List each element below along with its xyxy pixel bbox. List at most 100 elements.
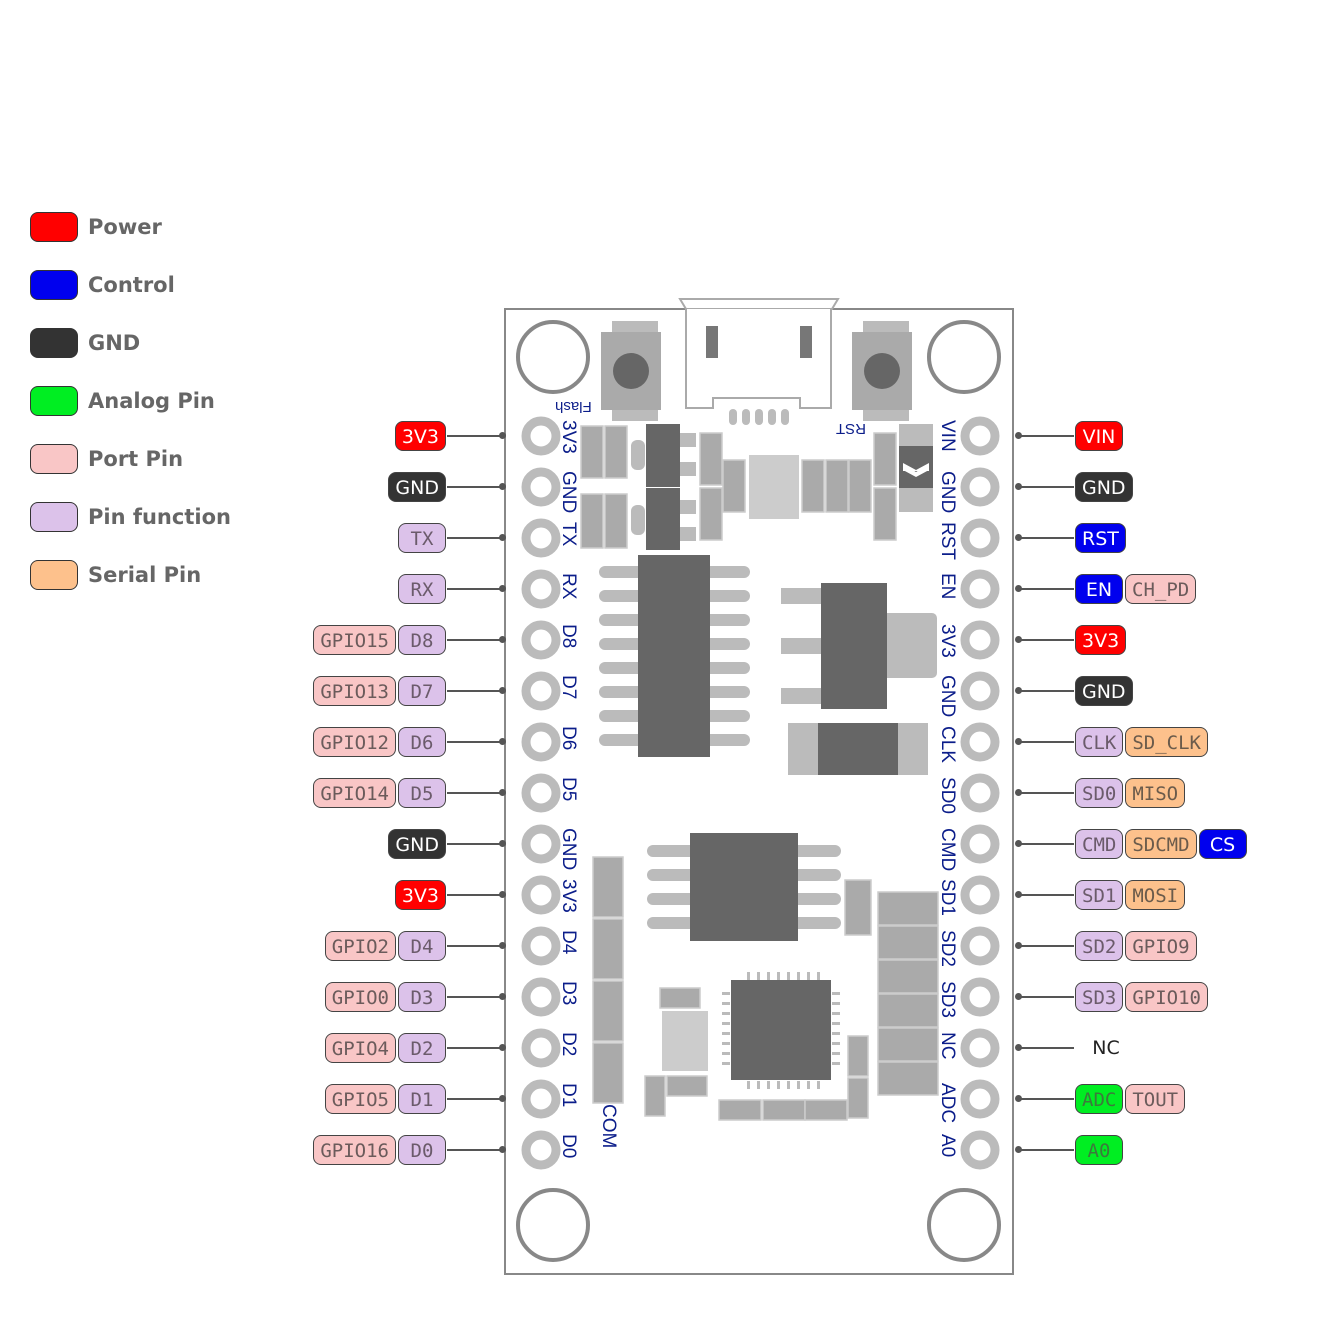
header-pad	[960, 518, 1000, 558]
silk-rst-label: RST	[836, 420, 866, 437]
legend-label: Control	[88, 273, 175, 297]
pin-tag-port: GPIO15	[313, 625, 396, 655]
silk-pin-label: D3	[558, 981, 579, 1006]
header-pad	[960, 875, 1000, 915]
pin-tag-func: D0	[398, 1135, 446, 1165]
pin-lead-line	[447, 432, 506, 439]
pin-tag-func: SD0	[1075, 778, 1124, 808]
pin-lead-line	[447, 840, 506, 847]
header-pad	[960, 1079, 1000, 1119]
legend-label: Pin function	[88, 505, 231, 529]
pin-lead-line	[447, 1044, 506, 1051]
esp8266-chip	[722, 972, 840, 1089]
flash-button[interactable]	[601, 321, 661, 421]
legend-label: Power	[88, 215, 162, 239]
pin-tag-port: GPIO2	[324, 931, 396, 961]
pin-tag-func: CLK	[1075, 727, 1124, 757]
pin-tag-control: RST	[1075, 523, 1126, 553]
legend-item: Control	[30, 269, 175, 301]
pin-tag-port: GPIO5	[324, 1084, 396, 1114]
silk-pin-label: GND	[937, 675, 958, 718]
pin-tag-power: VIN	[1075, 421, 1123, 451]
pin-tag-func: D4	[398, 931, 446, 961]
pin-lead-line	[447, 585, 506, 592]
legend-label: Port Pin	[88, 447, 184, 471]
silk-pin-label: SD2	[937, 930, 958, 967]
pin-tag-serial: SDCMD	[1125, 829, 1197, 859]
silk-pin-label: RX	[558, 573, 579, 600]
legend-swatch	[30, 328, 78, 358]
pin-tag-control: CS	[1198, 829, 1247, 859]
pin-row: TX	[397, 523, 506, 553]
pin-tag-power: 3V3	[394, 421, 446, 451]
pin-lead-line	[1015, 942, 1074, 949]
pin-row: 3V3	[394, 421, 506, 451]
pin-lead-line	[1015, 891, 1074, 898]
silk-pin-label: SD3	[937, 981, 958, 1018]
legend-label: Serial Pin	[88, 563, 202, 587]
silk-pin-label: VIN	[937, 420, 958, 452]
legend-swatch	[30, 502, 78, 532]
pin-tag-func: D5	[398, 778, 446, 808]
silk-pin-label: A0	[937, 1134, 958, 1158]
pin-row: NC	[1015, 1033, 1131, 1063]
pin-tag-serial: MOSI	[1125, 880, 1186, 910]
silk-pin-label: 3V3	[558, 879, 579, 913]
header-pad	[521, 518, 561, 558]
silk-pin-label: D4	[558, 930, 579, 955]
pin-tag-port: CH_PD	[1125, 574, 1197, 604]
fuse	[788, 723, 928, 775]
header-pad	[521, 773, 561, 813]
silk-pin-label: NC	[937, 1032, 958, 1060]
pin-row: GND	[387, 472, 506, 502]
mounting-hole-icon	[516, 320, 590, 394]
pin-lead-line	[1015, 1095, 1074, 1102]
legend-item: Serial Pin	[30, 559, 201, 591]
silk-pin-label: CLK	[937, 726, 958, 763]
mounting-hole-icon	[927, 320, 1001, 394]
pin-lead-line	[447, 1095, 506, 1102]
pin-tag-nc: NC	[1092, 1037, 1120, 1059]
pin-tag-port: GPIO9	[1125, 931, 1197, 961]
header-pad	[960, 671, 1000, 711]
header-pad	[521, 722, 561, 762]
pin-tag-control: EN	[1075, 574, 1123, 604]
pin-tag-func: D6	[398, 727, 446, 757]
silk-pin-label: SD1	[937, 879, 958, 916]
pin-tag-func: SD2	[1075, 931, 1124, 961]
legend-swatch	[30, 270, 78, 300]
silk-pin-label: D8	[558, 624, 579, 649]
pin-tag-port: GPIO4	[324, 1033, 396, 1063]
legend-label: Analog Pin	[88, 389, 215, 413]
legend-item: Power	[30, 211, 162, 243]
pin-tag-power: 3V3	[1075, 625, 1127, 655]
pin-lead-line	[1015, 687, 1074, 694]
header-pad	[521, 875, 561, 915]
pin-lead-line	[1015, 738, 1074, 745]
flash-chip	[647, 833, 841, 941]
silk-pin-label: 3V3	[937, 624, 958, 658]
pin-row: GND	[387, 829, 506, 859]
pin-tag-port: GPIO13	[313, 676, 396, 706]
header-pad	[960, 569, 1000, 609]
pin-lead-line	[447, 891, 506, 898]
pin-tag-port: GPIO12	[313, 727, 396, 757]
pin-tag-analog: ADC	[1075, 1084, 1124, 1114]
reset-button[interactable]	[852, 321, 912, 421]
pin-lead-line	[1015, 432, 1074, 439]
pin-tag-gnd: GND	[388, 472, 446, 502]
pin-lead-line	[447, 942, 506, 949]
pin-row: 3V3	[1015, 625, 1127, 655]
legend-item: Port Pin	[30, 443, 183, 475]
header-pad	[521, 671, 561, 711]
header-pad	[521, 416, 561, 456]
silk-pin-label: CMD	[937, 828, 958, 872]
silk-pin-label: RST	[937, 522, 958, 560]
pin-tag-port: GPIO14	[313, 778, 396, 808]
